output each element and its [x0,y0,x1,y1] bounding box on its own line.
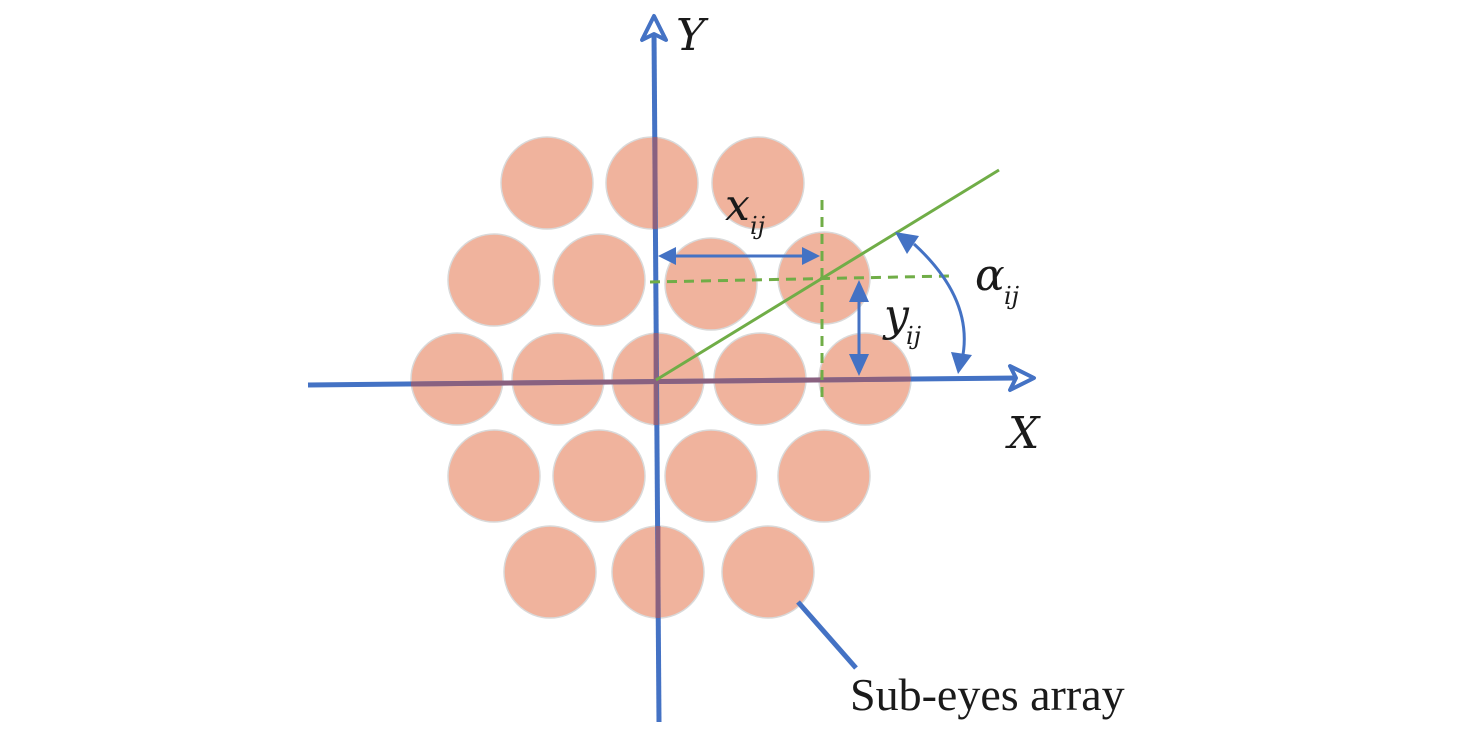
sub-eye-circle [511,332,605,426]
x-ij-dimension [658,247,820,265]
y-axis-arrowhead [640,14,668,42]
sub-eye-circle [447,429,541,523]
callout-label: Sub-eyes array [850,669,1125,720]
svg-text:y: y [882,290,910,341]
sub-eye-circle [664,237,758,331]
x-axis-arrowhead [1008,364,1036,392]
svg-text:ij: ij [750,212,766,240]
sub-eye-circle [500,136,594,230]
sub-eye-circle [552,233,646,327]
svg-text:ij: ij [906,322,922,350]
y-axis-label: Y [676,10,709,61]
y-ij-dimension [849,280,869,376]
direction-line [655,168,1000,382]
y-ij-label: y ij [882,290,922,350]
svg-text:x: x [725,180,750,231]
alpha-ij-angle [895,232,972,374]
alpha-ij-label: α ij [975,250,1020,310]
sub-eye-circle [447,233,541,327]
callout-leader [796,600,858,670]
sub-eye-circle [503,525,597,619]
sub-eye-circle [664,429,758,523]
x-ij-label: x ij [725,180,766,240]
svg-text:α: α [975,250,1005,301]
sub-eye-circle [721,525,815,619]
sub-eye-circle [605,136,699,230]
sub-eye-circle [552,429,646,523]
sub-eye-circle [410,332,504,426]
sub-eye-circle [711,136,805,230]
sub-eye-circle [777,429,871,523]
svg-text:ij: ij [1004,282,1020,310]
x-axis-label: X [1005,408,1041,459]
